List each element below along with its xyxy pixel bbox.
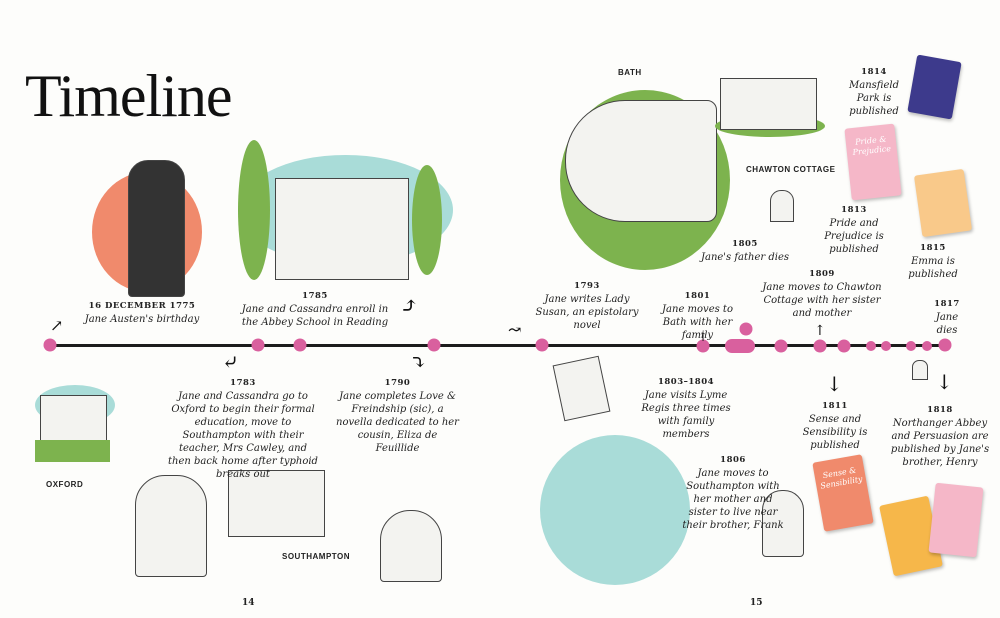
timeline-axis xyxy=(50,344,946,347)
chawton-cottage-illustration xyxy=(720,78,817,130)
place-bath: BATH xyxy=(618,68,642,77)
arrow-icon: ↗ xyxy=(50,316,64,335)
oxford-illustration xyxy=(40,395,107,442)
place-southampton: SOUTHAMPTON xyxy=(282,552,351,561)
book-mansfield-park xyxy=(907,54,962,120)
book-persuasion xyxy=(928,482,984,558)
book-title-sense-and-sensibility: Sense & Sensibility xyxy=(819,465,864,491)
lyme-regis-sea xyxy=(540,435,690,585)
arrow-icon: ↓ xyxy=(936,370,953,394)
timeline-dot[interactable] xyxy=(922,341,932,351)
page-number-left: 14 xyxy=(242,598,255,608)
timeline-dot[interactable] xyxy=(774,339,788,353)
arrow-icon: ⤵ xyxy=(410,350,427,374)
arrow-icon: ↓ xyxy=(826,372,843,396)
eliza-illustration xyxy=(380,510,442,582)
southampton-illustration xyxy=(228,470,325,537)
book-title-pride-and-prejudice: Pride & Prejudice xyxy=(852,134,892,158)
timeline-dot[interactable] xyxy=(906,341,916,351)
timeline-dot[interactable] xyxy=(725,339,755,353)
girls-illustration xyxy=(135,475,207,577)
gravestone-small xyxy=(912,360,928,380)
arrow-icon: ⤶ xyxy=(222,350,239,374)
place-oxford: OXFORD xyxy=(46,480,84,489)
arrow-icon: ↑ xyxy=(698,330,709,344)
timeline-dot[interactable] xyxy=(837,339,851,353)
bath-crescent-illustration xyxy=(565,100,717,222)
book-emma xyxy=(913,168,973,238)
timeline-dot[interactable] xyxy=(813,339,827,353)
frank-portrait xyxy=(762,490,804,557)
arrow-icon: ⤴ xyxy=(400,294,419,319)
oxford-lawn xyxy=(35,440,110,462)
timeline-dot[interactable] xyxy=(938,338,952,352)
timeline-dot[interactable] xyxy=(43,338,57,352)
page-title: Timeline xyxy=(25,63,232,129)
gravestone-illustration xyxy=(770,190,794,222)
arrow-icon: ↝ xyxy=(508,320,522,339)
timeline-dot[interactable] xyxy=(696,339,710,353)
book-sense-and-sensibility: Sense & Sensibility xyxy=(812,454,874,532)
page-number-right: 15 xyxy=(750,598,763,608)
tree xyxy=(412,165,442,275)
timeline-dot[interactable] xyxy=(293,338,307,352)
timeline-dot[interactable] xyxy=(866,341,876,351)
place-chawton: CHAWTON COTTAGE xyxy=(746,165,836,174)
timeline-dot[interactable] xyxy=(739,322,753,336)
lady-susan-manuscript xyxy=(552,355,611,422)
arrow-icon: ↑ xyxy=(814,323,826,339)
timeline-dot[interactable] xyxy=(427,338,441,352)
timeline-dot[interactable] xyxy=(535,338,549,352)
timeline-dot[interactable] xyxy=(251,338,265,352)
book-pride-and-prejudice: Pride & Prejudice xyxy=(844,123,902,201)
parents-figure xyxy=(128,160,185,297)
tree xyxy=(238,140,270,280)
abbey-school-illustration xyxy=(275,178,409,280)
timeline-dot[interactable] xyxy=(881,341,891,351)
